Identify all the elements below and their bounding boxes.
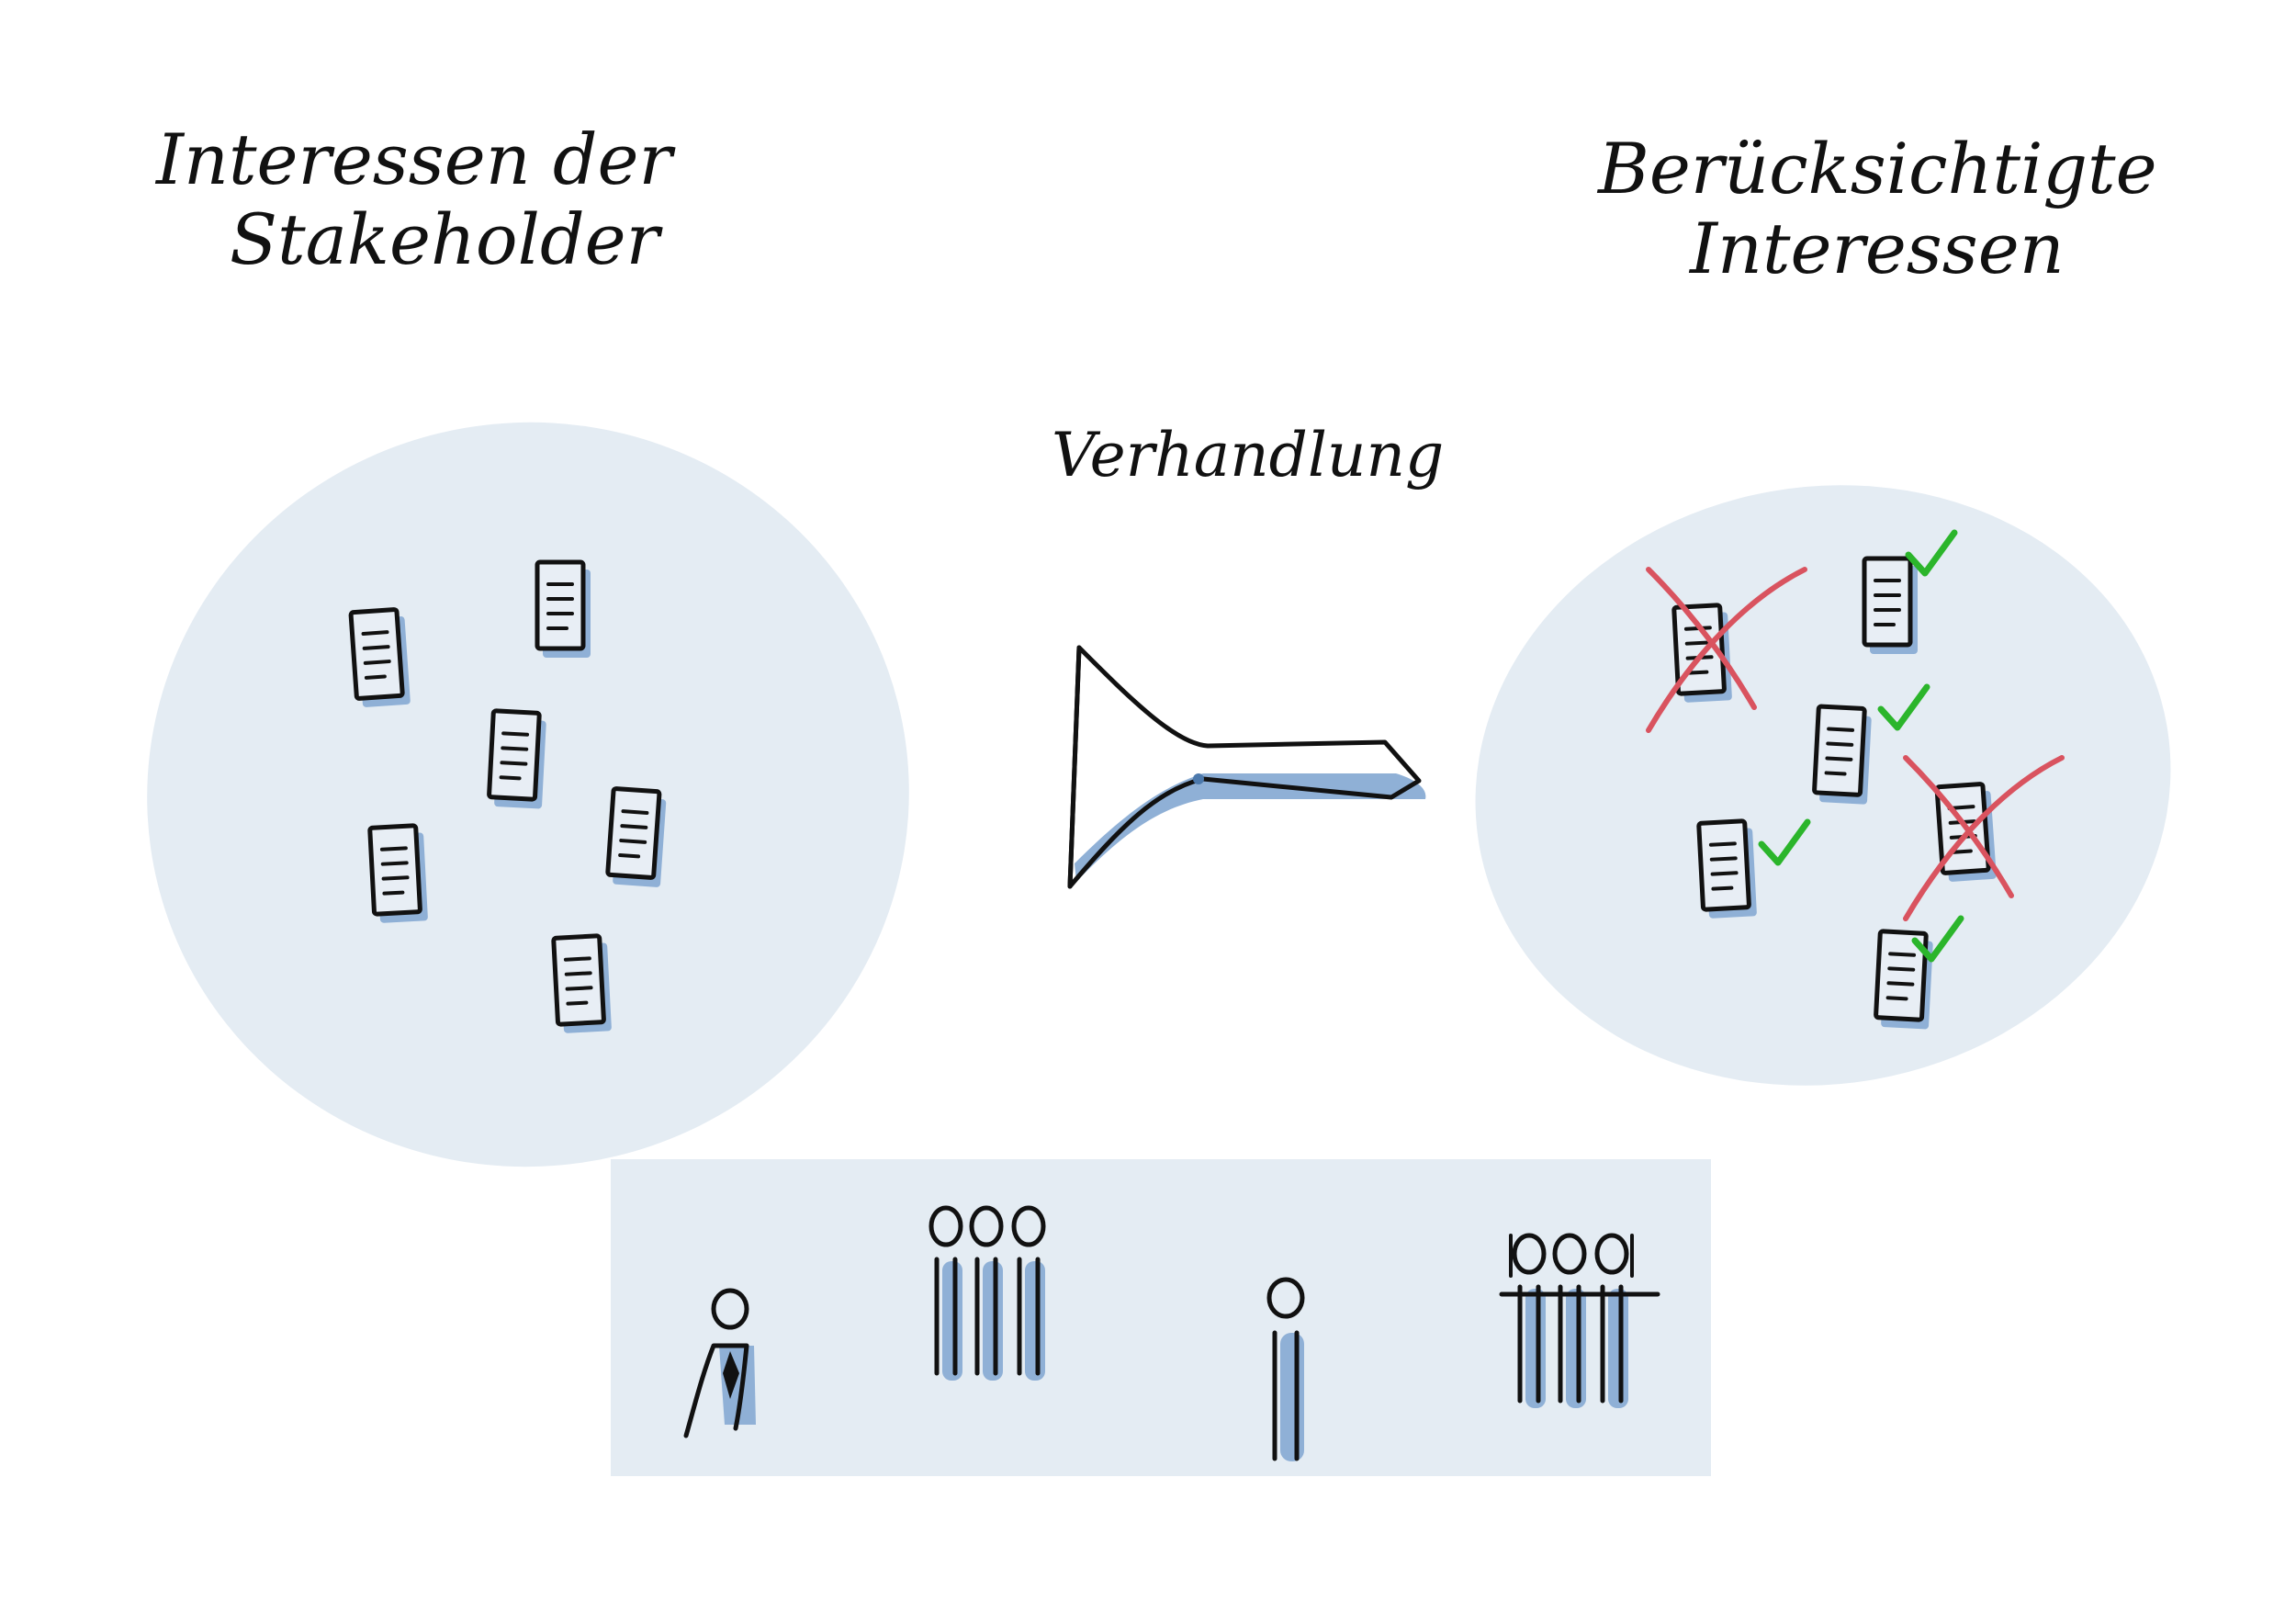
negotiation-label: Verhandlung (1052, 420, 1445, 491)
person-icon (1266, 1277, 1305, 1461)
document-icon (489, 711, 546, 809)
document-icon (537, 562, 591, 658)
document-icon (1814, 706, 1872, 805)
document-icon (370, 825, 428, 923)
document-icon (1699, 820, 1757, 919)
stakeholder-interests-title-line2: Stakeholder (230, 198, 659, 281)
person-icon (683, 1288, 756, 1438)
considered-interests-title-line2: Interessen (1690, 208, 2065, 290)
document-icon (607, 788, 667, 887)
stakeholders-band (611, 1159, 1711, 1476)
document-icon (351, 609, 411, 708)
document-icon (1864, 558, 1918, 654)
document-icon (554, 935, 612, 1033)
funnel-icon (1067, 645, 1426, 889)
stakeholder-interests-title: Interessen der Stakeholder (156, 119, 672, 280)
considered-interests-title-line1: Berücksichtigte (1598, 128, 2157, 209)
considered-interests-title: Berücksichtigte Interessen (1598, 129, 2157, 289)
stakeholder-interests-title-line1: Interessen der (156, 118, 672, 200)
document-icon (1875, 931, 1933, 1030)
group-icon (1499, 1235, 1660, 1408)
